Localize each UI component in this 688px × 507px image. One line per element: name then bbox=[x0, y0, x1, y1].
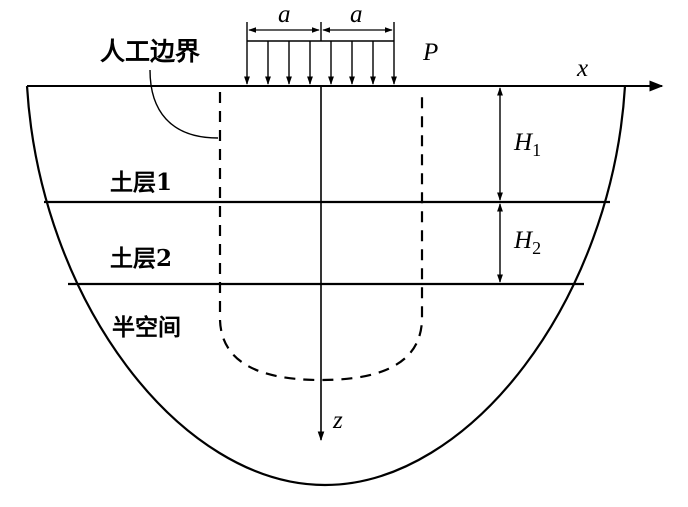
thickness-h2-label: H2 bbox=[513, 227, 541, 258]
artificial-boundary-dashed bbox=[218, 92, 424, 382]
h2-main: H bbox=[513, 227, 534, 254]
soil-layer-1-label: 土层1 bbox=[110, 169, 172, 196]
x-axis-label: x bbox=[576, 55, 588, 82]
load-label: P bbox=[422, 39, 438, 66]
h1-sub: 1 bbox=[532, 140, 541, 160]
load-arrows bbox=[244, 41, 397, 85]
half-width-label-right: a bbox=[350, 1, 363, 28]
soil-layer-2-label: 土层2 bbox=[110, 245, 172, 272]
z-axis-label: z bbox=[332, 407, 343, 434]
thickness-h1-label: H1 bbox=[513, 129, 541, 160]
artificial-boundary-label: 人工边界 bbox=[100, 37, 200, 66]
half-space-label: 半空间 bbox=[112, 314, 181, 341]
boundary-leader-line bbox=[149, 69, 219, 139]
half-width-label-left: a bbox=[278, 1, 291, 28]
halfspace-outline bbox=[25, 85, 627, 487]
h2-sub: 2 bbox=[532, 238, 541, 258]
h1-main: H bbox=[513, 129, 534, 156]
